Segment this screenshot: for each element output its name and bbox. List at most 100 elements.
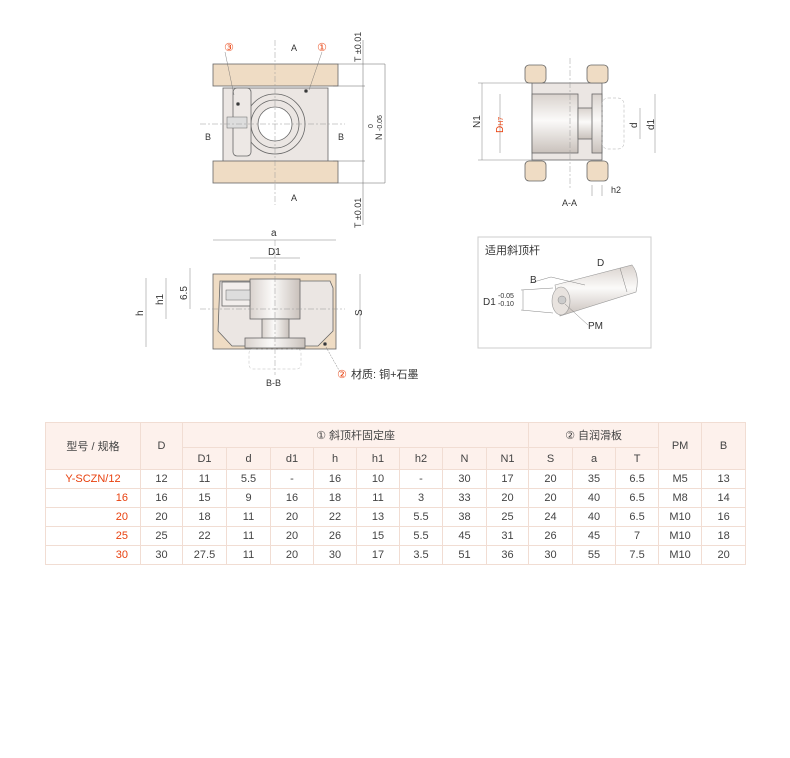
inset-dim-pm: PM [588,321,603,332]
table-cell: 16 [701,507,747,527]
table-cell: 3 [399,488,443,508]
dim-n-lower: -0.06 [377,115,384,131]
table-cell: 22 [182,526,227,546]
table-cell: 14 [701,488,747,508]
dim-6-5: 6.5 [179,286,190,300]
table-cell: 11 [226,545,271,565]
dim-h: h [135,310,146,316]
table-cell: 5.5 [399,507,443,527]
top-view [200,40,386,225]
table-cell: 18 [182,507,227,527]
header-a: a [572,447,617,470]
inset-tol-upper: -0.05 [498,293,514,300]
dim-n1: N1 [472,115,483,128]
section-aa-view [478,58,656,196]
table-cell: 20 [270,526,314,546]
header-d: d [226,447,271,470]
header-d: D [140,422,183,470]
table-cell: 33 [442,488,487,508]
dim-n-upper: 0 [368,124,375,128]
header-b: B [701,422,747,470]
table-cell: 7.5 [615,545,660,565]
table-cell: 11 [226,507,271,527]
table-cell: 11 [182,469,227,489]
header-model: 型号 / 规格 [45,422,141,470]
table-cell: 36 [485,545,530,565]
table-cell: 16 [140,488,183,508]
table-cell: 6.5 [615,469,660,489]
table-cell: 7 [615,526,660,546]
table-cell: 3.5 [399,545,443,565]
header-s: S [528,447,574,470]
model-cell: 25 [45,526,141,546]
table-cell: 6.5 [615,507,660,527]
header-pm: PM [658,422,703,470]
section-a-bottom: A [291,193,297,203]
inset-dim-b: B [530,275,537,286]
table-cell: 20 [485,488,530,508]
header-h2: h2 [399,447,443,470]
table-cell: 18 [313,488,357,508]
table-cell: 26 [313,526,357,546]
table-cell: 40 [572,488,617,508]
header-n1: N1 [485,447,530,470]
table-cell: 45 [572,526,617,546]
inset-title: 适用斜顶杆 [485,243,540,257]
table-cell: 30 [528,545,574,565]
table-cell: M10 [658,526,703,546]
section-aa-label: A-A [562,198,577,208]
table-cell: 15 [356,526,400,546]
table-cell: 30 [140,545,183,565]
dim-h1: h1 [155,293,166,305]
table-cell: 26 [528,526,574,546]
table-cell: 25 [140,526,183,546]
dim-t-top: T ±0.01 [353,32,363,62]
table-cell: 20 [270,507,314,527]
table-cell: 17 [356,545,400,565]
header-group-fixing-seat: ① 斜顶杆固定座 [181,422,530,448]
ejector-pin-inset [477,236,652,349]
callout-3: ③ [224,42,234,54]
table-cell: 30 [442,469,487,489]
section-b-right: B [338,132,344,142]
table-cell: 31 [485,526,530,546]
model-cell: 20 [45,507,141,527]
technical-drawings: ③ ① A A B B T ±0.01 T ±0.01 N 0 -0.06 N1… [135,32,657,388]
table-cell: - [270,469,314,489]
dim-d-h7: DH7 [495,117,506,133]
table-cell: M10 [658,507,703,527]
table-cell: 11 [226,526,271,546]
header-group-lubricating-plate: ② 自润滑板 [528,422,660,448]
table-cell: 16 [270,488,314,508]
table-cell: 20 [701,545,747,565]
table-cell: 6.5 [615,488,660,508]
section-bb-label: B-B [266,378,281,388]
table-cell: 15 [182,488,227,508]
table-cell: 20 [528,488,574,508]
header-h1: h1 [356,447,400,470]
table-cell: 20 [140,507,183,527]
dim-n: N [374,134,384,141]
table-cell: 16 [313,469,357,489]
callout-1: ① [317,42,327,54]
header-h: h [313,447,357,470]
callout-2: ② [337,369,347,381]
inset-dim-d: D [597,258,604,269]
table-cell: 10 [356,469,400,489]
table-cell: 20 [528,469,574,489]
section-bb-view [145,239,361,375]
dim-a: a [271,228,277,239]
dim-s: S [354,309,365,316]
dim-h2: h2 [611,185,621,195]
table-cell: 27.5 [182,545,227,565]
model-cell: 16 [45,488,141,508]
table-cell: 35 [572,469,617,489]
table-cell: 38 [442,507,487,527]
table-cell: 12 [140,469,183,489]
table-cell: M10 [658,545,703,565]
